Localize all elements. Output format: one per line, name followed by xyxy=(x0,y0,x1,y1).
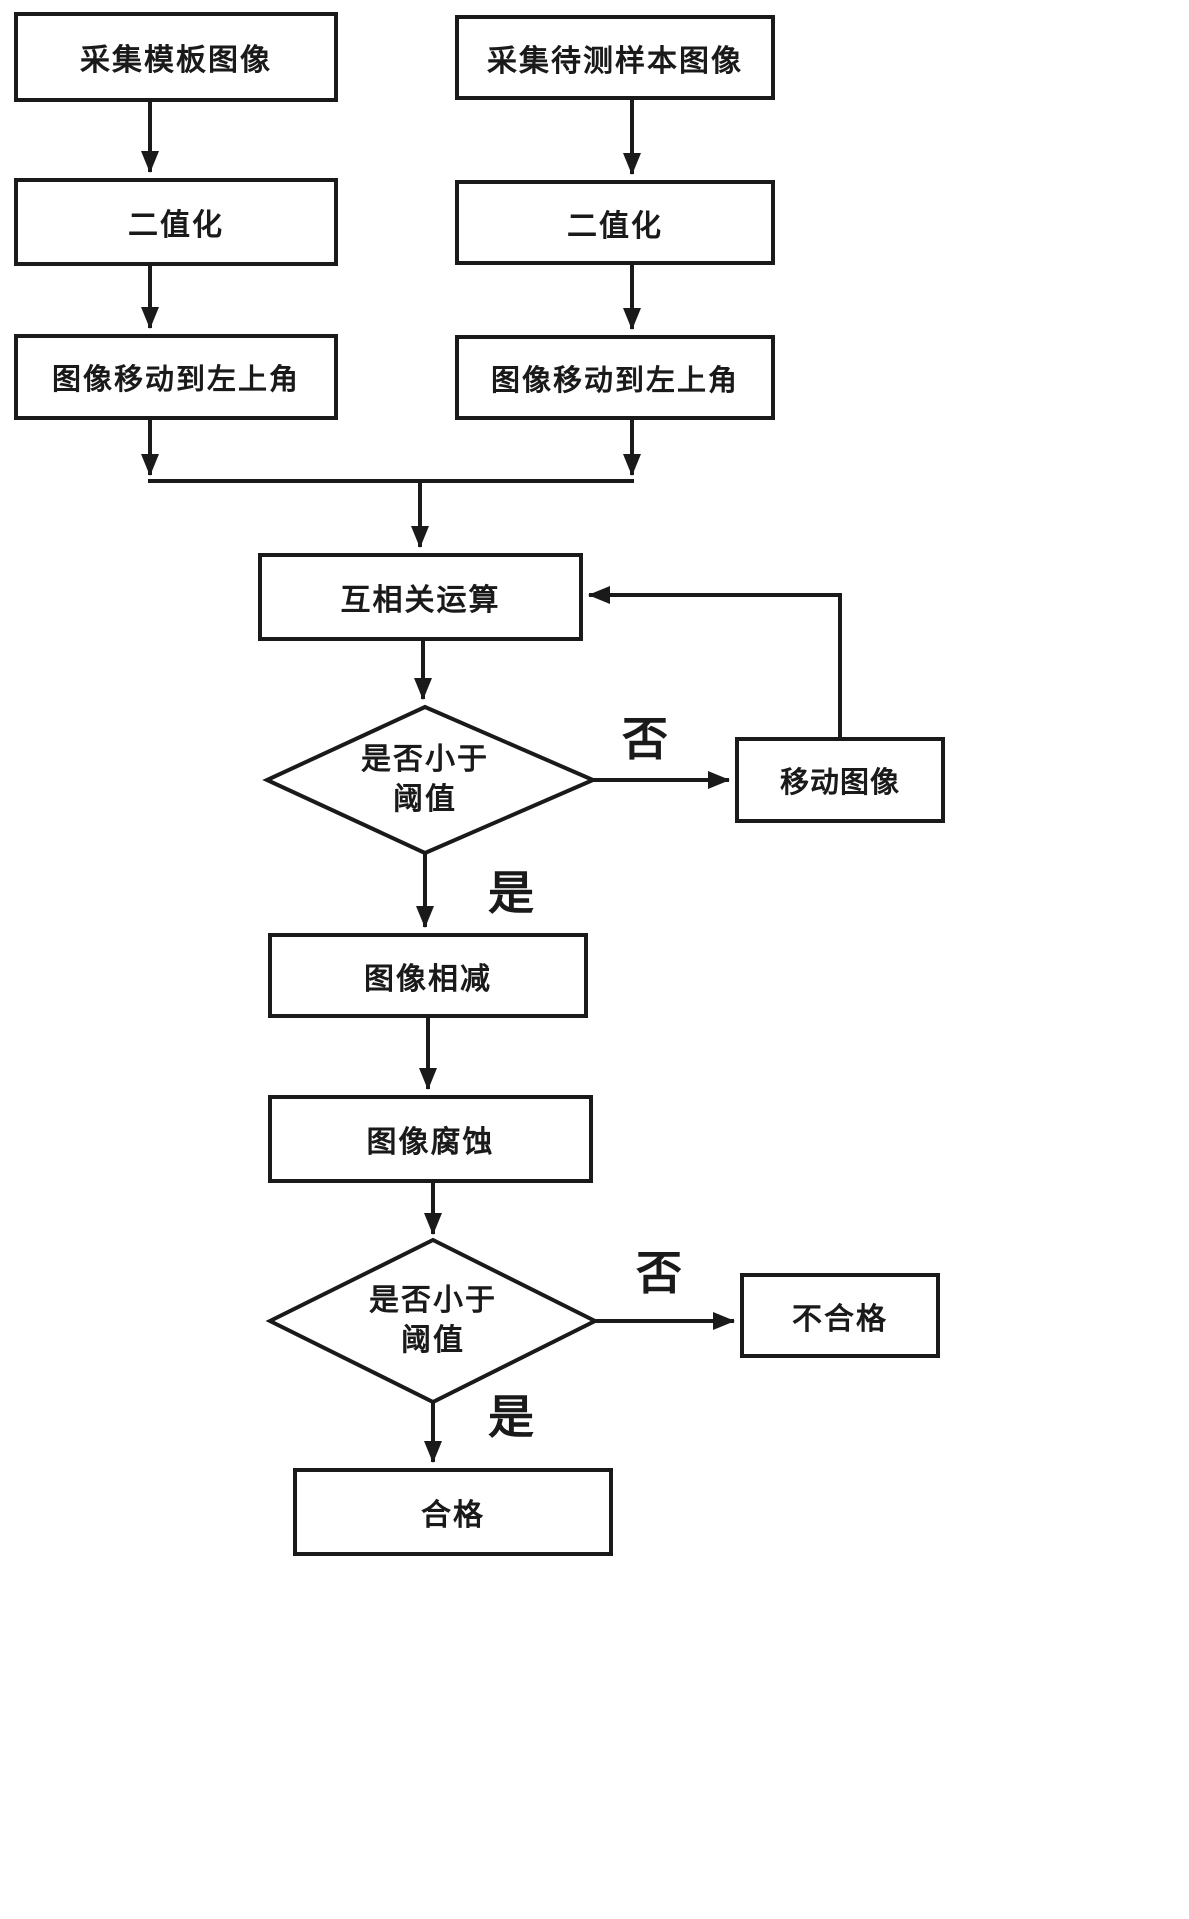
decision1-no-label: 否 xyxy=(622,713,668,765)
decision2-label-line2: 阈值 xyxy=(401,1324,465,1357)
decision1-threshold-label: 是否小于 阈值 xyxy=(325,732,525,828)
node-image-subtraction: 图像相减 xyxy=(268,933,588,1018)
decision1-label-line1: 是否小于 xyxy=(361,743,489,776)
decision1-label-line2: 阈值 xyxy=(393,783,457,816)
node-cross-correlation: 互相关运算 xyxy=(258,553,583,641)
node-pass-result: 合格 xyxy=(293,1468,613,1556)
node-move-image: 移动图像 xyxy=(735,737,945,823)
node-image-erosion: 图像腐蚀 xyxy=(268,1095,593,1183)
node-binarize-right: 二值化 xyxy=(455,180,775,265)
node-move-image-topleft-right: 图像移动到左上角 xyxy=(455,335,775,420)
decision1-yes-label: 是 xyxy=(488,867,534,919)
decision2-yes-label: 是 xyxy=(488,1391,534,1443)
decision2-label-line1: 是否小于 xyxy=(369,1284,497,1317)
node-binarize-left: 二值化 xyxy=(14,178,338,266)
node-collect-template-image: 采集模板图像 xyxy=(14,12,338,102)
node-move-image-topleft-left: 图像移动到左上角 xyxy=(14,334,338,420)
node-fail-result: 不合格 xyxy=(740,1273,940,1358)
arrow-moveimage-to-crosscorrelation xyxy=(588,586,842,737)
node-collect-sample-image: 采集待测样本图像 xyxy=(455,15,775,100)
decision2-threshold-label: 是否小于 阈值 xyxy=(333,1273,533,1369)
decision2-no-label: 否 xyxy=(636,1247,682,1299)
